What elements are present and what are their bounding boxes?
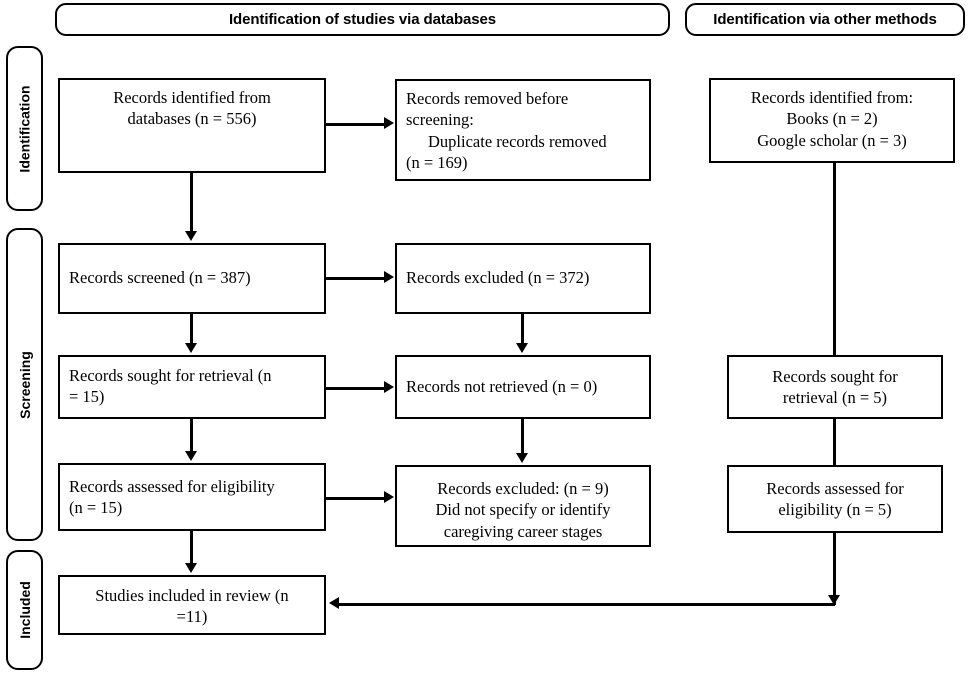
arrow-identified-to-removed xyxy=(384,117,394,129)
arrow-screened-to-excluded xyxy=(384,271,394,283)
box-studies-included-line1: Studies included in review (n xyxy=(95,586,289,605)
box-records-identified-databases: Records identified from databases (n = 5… xyxy=(58,78,326,173)
connector-sought-to-not-retrieved xyxy=(326,387,384,390)
box-records-assessed-eligibility: Records assessed for eligibility (n = 15… xyxy=(58,463,326,531)
box-records-excluded-reasons-line2: Did not specify or identify xyxy=(435,500,611,520)
box-records-screened: Records screened (n = 387) xyxy=(58,243,326,314)
box-records-assessed-eligibility-other-line2: eligibility (n = 5) xyxy=(778,500,892,520)
box-records-assessed-eligibility-line2: (n = 15) xyxy=(69,498,123,518)
box-records-identified-databases-line2: databases (n = 556) xyxy=(127,109,257,129)
arrow-sought-to-assessed xyxy=(184,451,197,461)
header-identification-databases-label: Identification of studies via databases xyxy=(228,11,496,28)
connector-assessed-to-excluded-reasons xyxy=(326,497,384,500)
box-records-excluded-reasons: Records excluded: (n = 9) Did not specif… xyxy=(395,465,651,547)
arrow-assessed-to-included xyxy=(184,563,197,573)
phase-identification: Identification xyxy=(6,46,43,211)
phase-screening: Screening xyxy=(6,228,43,541)
arrow-assessed-to-excluded-reasons xyxy=(384,491,394,503)
connector-identified-to-screened xyxy=(190,173,193,233)
box-studies-included-line2: =11) xyxy=(176,607,208,627)
connector-other-identified-to-sought xyxy=(833,163,836,355)
connector-excluded-to-not-retrieved xyxy=(521,314,524,344)
box-records-sought-retrieval-line2: = 15) xyxy=(69,387,105,407)
connector-sought-to-assessed xyxy=(190,419,193,452)
box-records-not-retrieved-line1: Records not retrieved (n = 0) xyxy=(406,377,598,396)
phase-included: Included xyxy=(6,550,43,670)
box-studies-included: Studies included in review (n =11) xyxy=(58,575,326,635)
box-records-removed-line3: Duplicate records removed xyxy=(428,131,607,151)
connector-other-assessed-down xyxy=(833,533,836,605)
box-records-screened-line1: Records screened (n = 387) xyxy=(69,268,251,287)
box-records-identified-other-line1: Records identified from: xyxy=(750,88,914,107)
arrow-identified-to-screened xyxy=(184,231,197,241)
connector-identified-to-removed xyxy=(326,123,384,126)
box-records-sought-retrieval-other-line2: retrieval (n = 5) xyxy=(782,388,888,408)
header-identification-databases: Identification of studies via databases xyxy=(55,3,670,36)
box-records-removed-line1: Records removed before xyxy=(406,89,569,108)
connector-screened-to-excluded xyxy=(326,277,384,280)
box-records-assessed-eligibility-other-line1: Records assessed for xyxy=(766,479,904,498)
box-records-removed-line2: screening: xyxy=(406,110,474,130)
box-records-excluded-reasons-line1: Records excluded: (n = 9) xyxy=(437,479,609,498)
box-records-identified-other-line3: Google scholar (n = 3) xyxy=(757,130,907,150)
box-records-assessed-eligibility-other: Records assessed for eligibility (n = 5) xyxy=(727,465,943,533)
arrow-excluded-to-not-retrieved xyxy=(515,343,528,353)
header-identification-other-methods-label: Identification via other methods xyxy=(713,11,937,28)
box-records-removed-before-screening: Records removed before screening: Duplic… xyxy=(395,79,651,181)
phase-included-label: Included xyxy=(16,581,33,639)
arrow-screened-to-sought xyxy=(184,343,197,353)
box-records-identified-other-line2: Books (n = 2) xyxy=(786,109,878,129)
box-records-not-retrieved: Records not retrieved (n = 0) xyxy=(395,355,651,419)
box-records-removed-line4: (n = 169) xyxy=(406,153,468,173)
connector-other-assessed-to-included xyxy=(339,603,835,606)
arrow-sought-to-not-retrieved xyxy=(384,381,394,393)
box-records-sought-retrieval-other: Records sought for retrieval (n = 5) xyxy=(727,355,943,419)
box-records-assessed-eligibility-line1: Records assessed for eligibility xyxy=(69,477,275,496)
box-records-identified-other: Records identified from: Books (n = 2) G… xyxy=(709,78,955,163)
phase-screening-label: Screening xyxy=(16,350,33,419)
header-identification-other-methods: Identification via other methods xyxy=(685,3,965,36)
box-records-excluded-reasons-line3: caregiving career stages xyxy=(443,521,603,541)
box-records-excluded: Records excluded (n = 372) xyxy=(395,243,651,314)
arrow-not-retrieved-to-excluded-reasons xyxy=(515,453,528,463)
phase-identification-label: Identification xyxy=(16,84,33,173)
connector-assessed-to-included xyxy=(190,531,193,564)
arrow-other-assessed-down xyxy=(827,595,840,605)
box-records-sought-retrieval: Records sought for retrieval (n = 15) xyxy=(58,355,326,419)
connector-not-retrieved-to-excluded-reasons xyxy=(521,419,524,454)
connector-screened-to-sought xyxy=(190,314,193,344)
box-records-identified-databases-line1: Records identified from xyxy=(113,88,271,107)
box-records-sought-retrieval-line1: Records sought for retrieval (n xyxy=(69,366,272,385)
box-records-sought-retrieval-other-line1: Records sought for xyxy=(772,367,898,386)
arrow-other-assessed-to-included xyxy=(329,597,339,609)
connector-other-sought-to-assessed xyxy=(833,419,836,465)
box-records-excluded-line1: Records excluded (n = 372) xyxy=(406,268,590,287)
